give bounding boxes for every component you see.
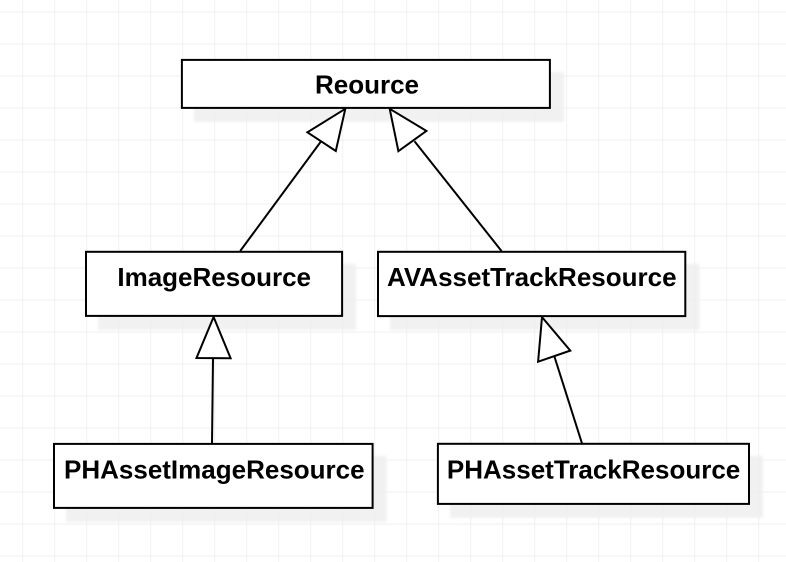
svg-text:ImageResource: ImageResource xyxy=(117,262,311,292)
svg-text:AVAssetTrackResource: AVAssetTrackResource xyxy=(387,262,677,292)
svg-text:PHAssetImageResource: PHAssetImageResource xyxy=(64,454,365,484)
svg-text:Reource: Reource xyxy=(315,70,419,100)
svg-text:PHAssetTrackResource: PHAssetTrackResource xyxy=(447,454,740,484)
